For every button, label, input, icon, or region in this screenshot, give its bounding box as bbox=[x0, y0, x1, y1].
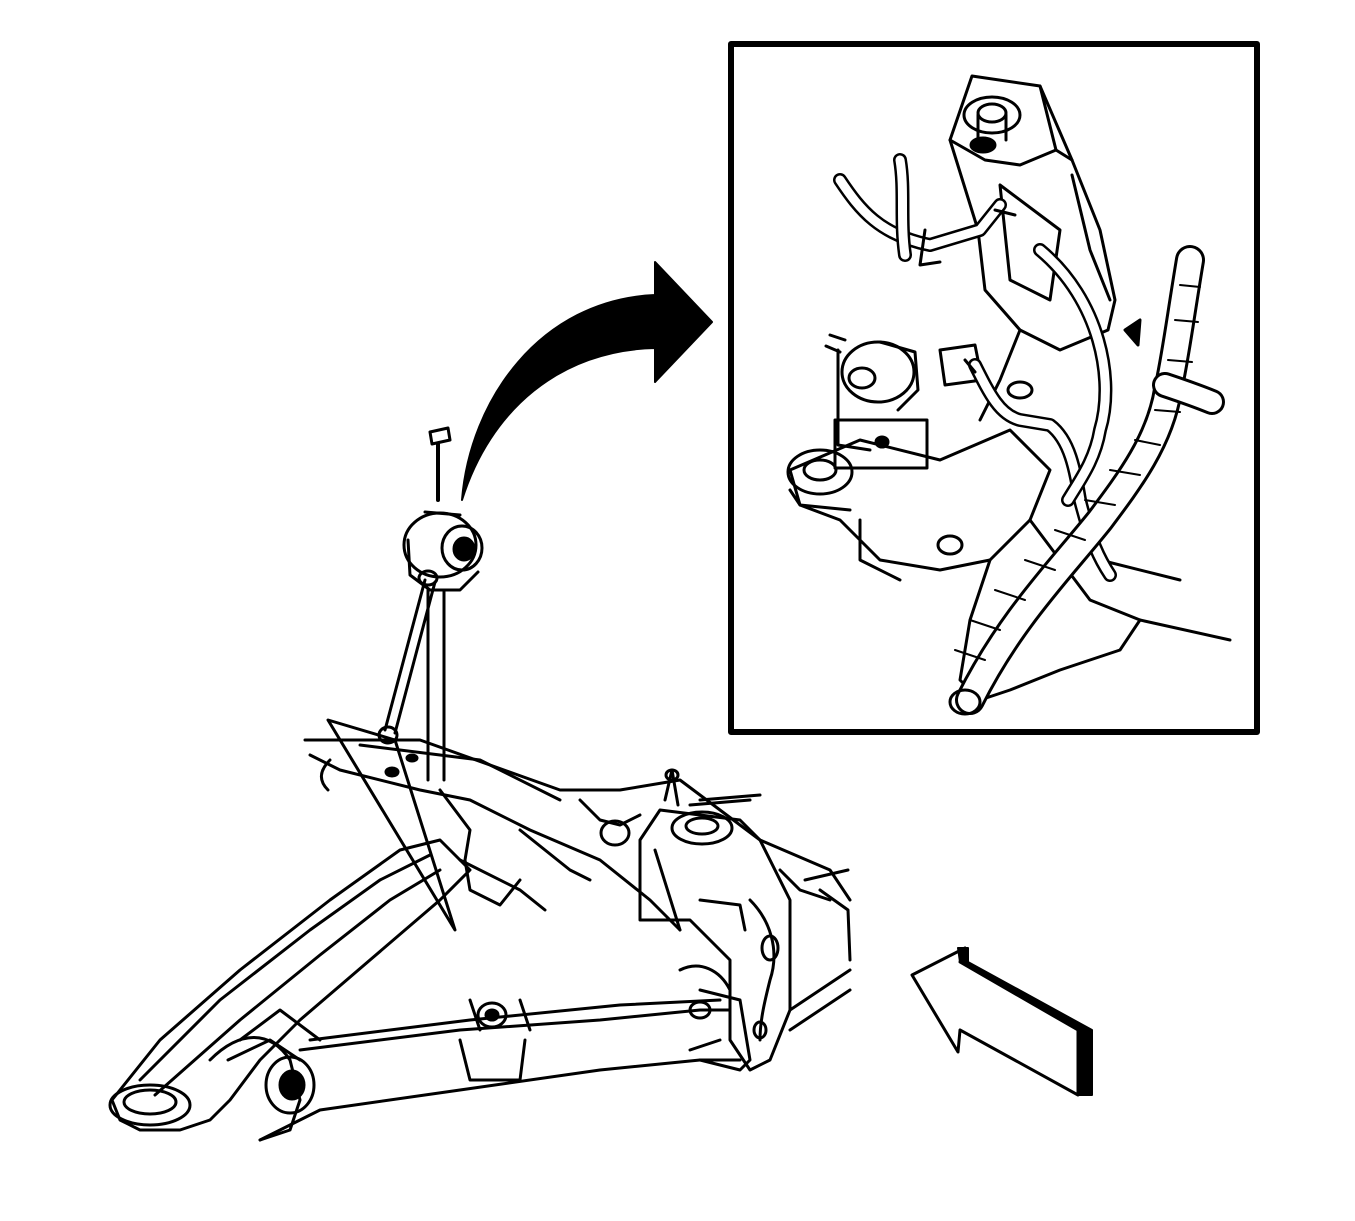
sensor-link-rod bbox=[377, 569, 439, 745]
mounting-bolt bbox=[428, 426, 452, 446]
detail-inset bbox=[728, 41, 1260, 735]
curved-arrow-icon bbox=[461, 261, 713, 501]
inset-control-arm bbox=[786, 428, 1232, 702]
inset-wiring-harness bbox=[833, 153, 1225, 716]
inset-bracket-tower bbox=[948, 74, 1142, 422]
frame-rail-stubs bbox=[688, 793, 852, 1032]
inset-frame bbox=[728, 41, 1260, 735]
lower-control-arm bbox=[108, 838, 752, 1142]
hollow-arrow-icon bbox=[910, 946, 1093, 1097]
height-sensor bbox=[402, 510, 484, 592]
inset-height-sensor bbox=[824, 333, 984, 470]
spring-seat-tower bbox=[638, 768, 792, 1072]
bracket-post bbox=[426, 588, 446, 782]
frame-crossmember bbox=[303, 738, 852, 962]
